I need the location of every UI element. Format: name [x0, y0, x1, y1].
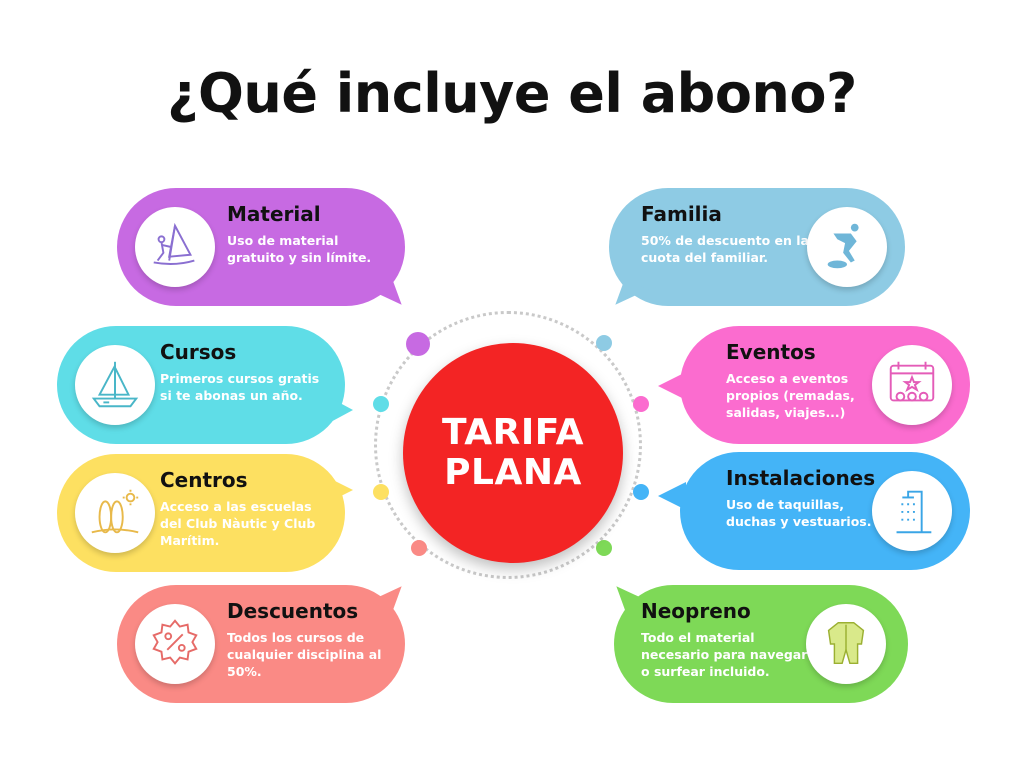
- bubble-tail: [325, 476, 353, 504]
- item-descuentos: Descuentos Todos los cursos de cualquier…: [117, 577, 405, 703]
- surfboards-beach-icon: [75, 473, 155, 553]
- calendar-event-icon: [872, 345, 952, 425]
- center-line-2: PLANA: [444, 452, 582, 493]
- ring-dot: [596, 335, 612, 351]
- center-tarifa-plana: TARIFA PLANA: [403, 343, 623, 563]
- item-eventos: Eventos Acceso a eventos propios (remada…: [658, 326, 970, 444]
- item-desc: Todo el material necesario para navegar …: [641, 630, 808, 679]
- item-title: Familia: [641, 202, 722, 226]
- ring-dot: [406, 332, 430, 356]
- item-title: Cursos: [160, 340, 237, 364]
- item-title: Descuentos: [227, 599, 359, 623]
- sailboat-icon: [75, 345, 155, 425]
- ring-dot: [411, 540, 427, 556]
- dotted-ring: [374, 311, 642, 579]
- item-title: Material: [227, 202, 321, 226]
- ring-dot: [633, 396, 649, 412]
- item-desc: Todos los cursos de cualquier disciplina…: [227, 630, 382, 679]
- item-title: Centros: [160, 468, 248, 492]
- discount-badge-icon: [135, 604, 215, 684]
- item-title: Neopreno: [641, 599, 751, 623]
- item-centros: Centros Acceso a las escuelas del Club N…: [57, 454, 353, 572]
- item-desc: Acceso a las escuelas del Club Nàutic y …: [160, 499, 316, 548]
- item-material: Material Uso de material gratuito y sin …: [117, 188, 405, 314]
- shower-icon: [872, 471, 952, 551]
- wetsuit-icon: [806, 604, 886, 684]
- item-instalaciones: Instalaciones Uso de taquillas, duchas y…: [658, 452, 970, 570]
- item-desc: Acceso a eventos propios (remadas, salid…: [726, 371, 855, 420]
- item-cursos: Cursos Primeros cursos gratis si te abon…: [57, 326, 353, 444]
- page-title: ¿Qué incluye el abono?: [167, 62, 857, 125]
- ring-dot: [633, 484, 649, 500]
- ring-dot: [373, 484, 389, 500]
- center-line-1: TARIFA: [441, 412, 585, 453]
- item-desc: 50% de descuento en la cuota del familia…: [641, 233, 809, 265]
- item-neopreno: Neopreno Todo el material necesario para…: [614, 577, 908, 703]
- item-desc: Uso de material gratuito y sin límite.: [227, 233, 372, 265]
- item-title: Instalaciones: [726, 466, 876, 490]
- bubble-tail: [368, 280, 402, 314]
- surfer-icon: [807, 207, 887, 287]
- ring-dot: [373, 396, 389, 412]
- item-familia: Familia 50% de descuento en la cuota del…: [609, 188, 905, 314]
- item-title: Eventos: [726, 340, 816, 364]
- item-desc: Uso de taquillas, duchas y vestuarios.: [726, 497, 872, 529]
- ring-dot: [596, 540, 612, 556]
- bubble-tail: [327, 396, 353, 424]
- bubble-tail: [658, 372, 686, 400]
- windsurf-icon: [135, 207, 215, 287]
- item-desc: Primeros cursos gratis si te abonas un a…: [160, 371, 320, 403]
- bubble-tail: [615, 280, 649, 314]
- bubble-tail: [658, 482, 686, 510]
